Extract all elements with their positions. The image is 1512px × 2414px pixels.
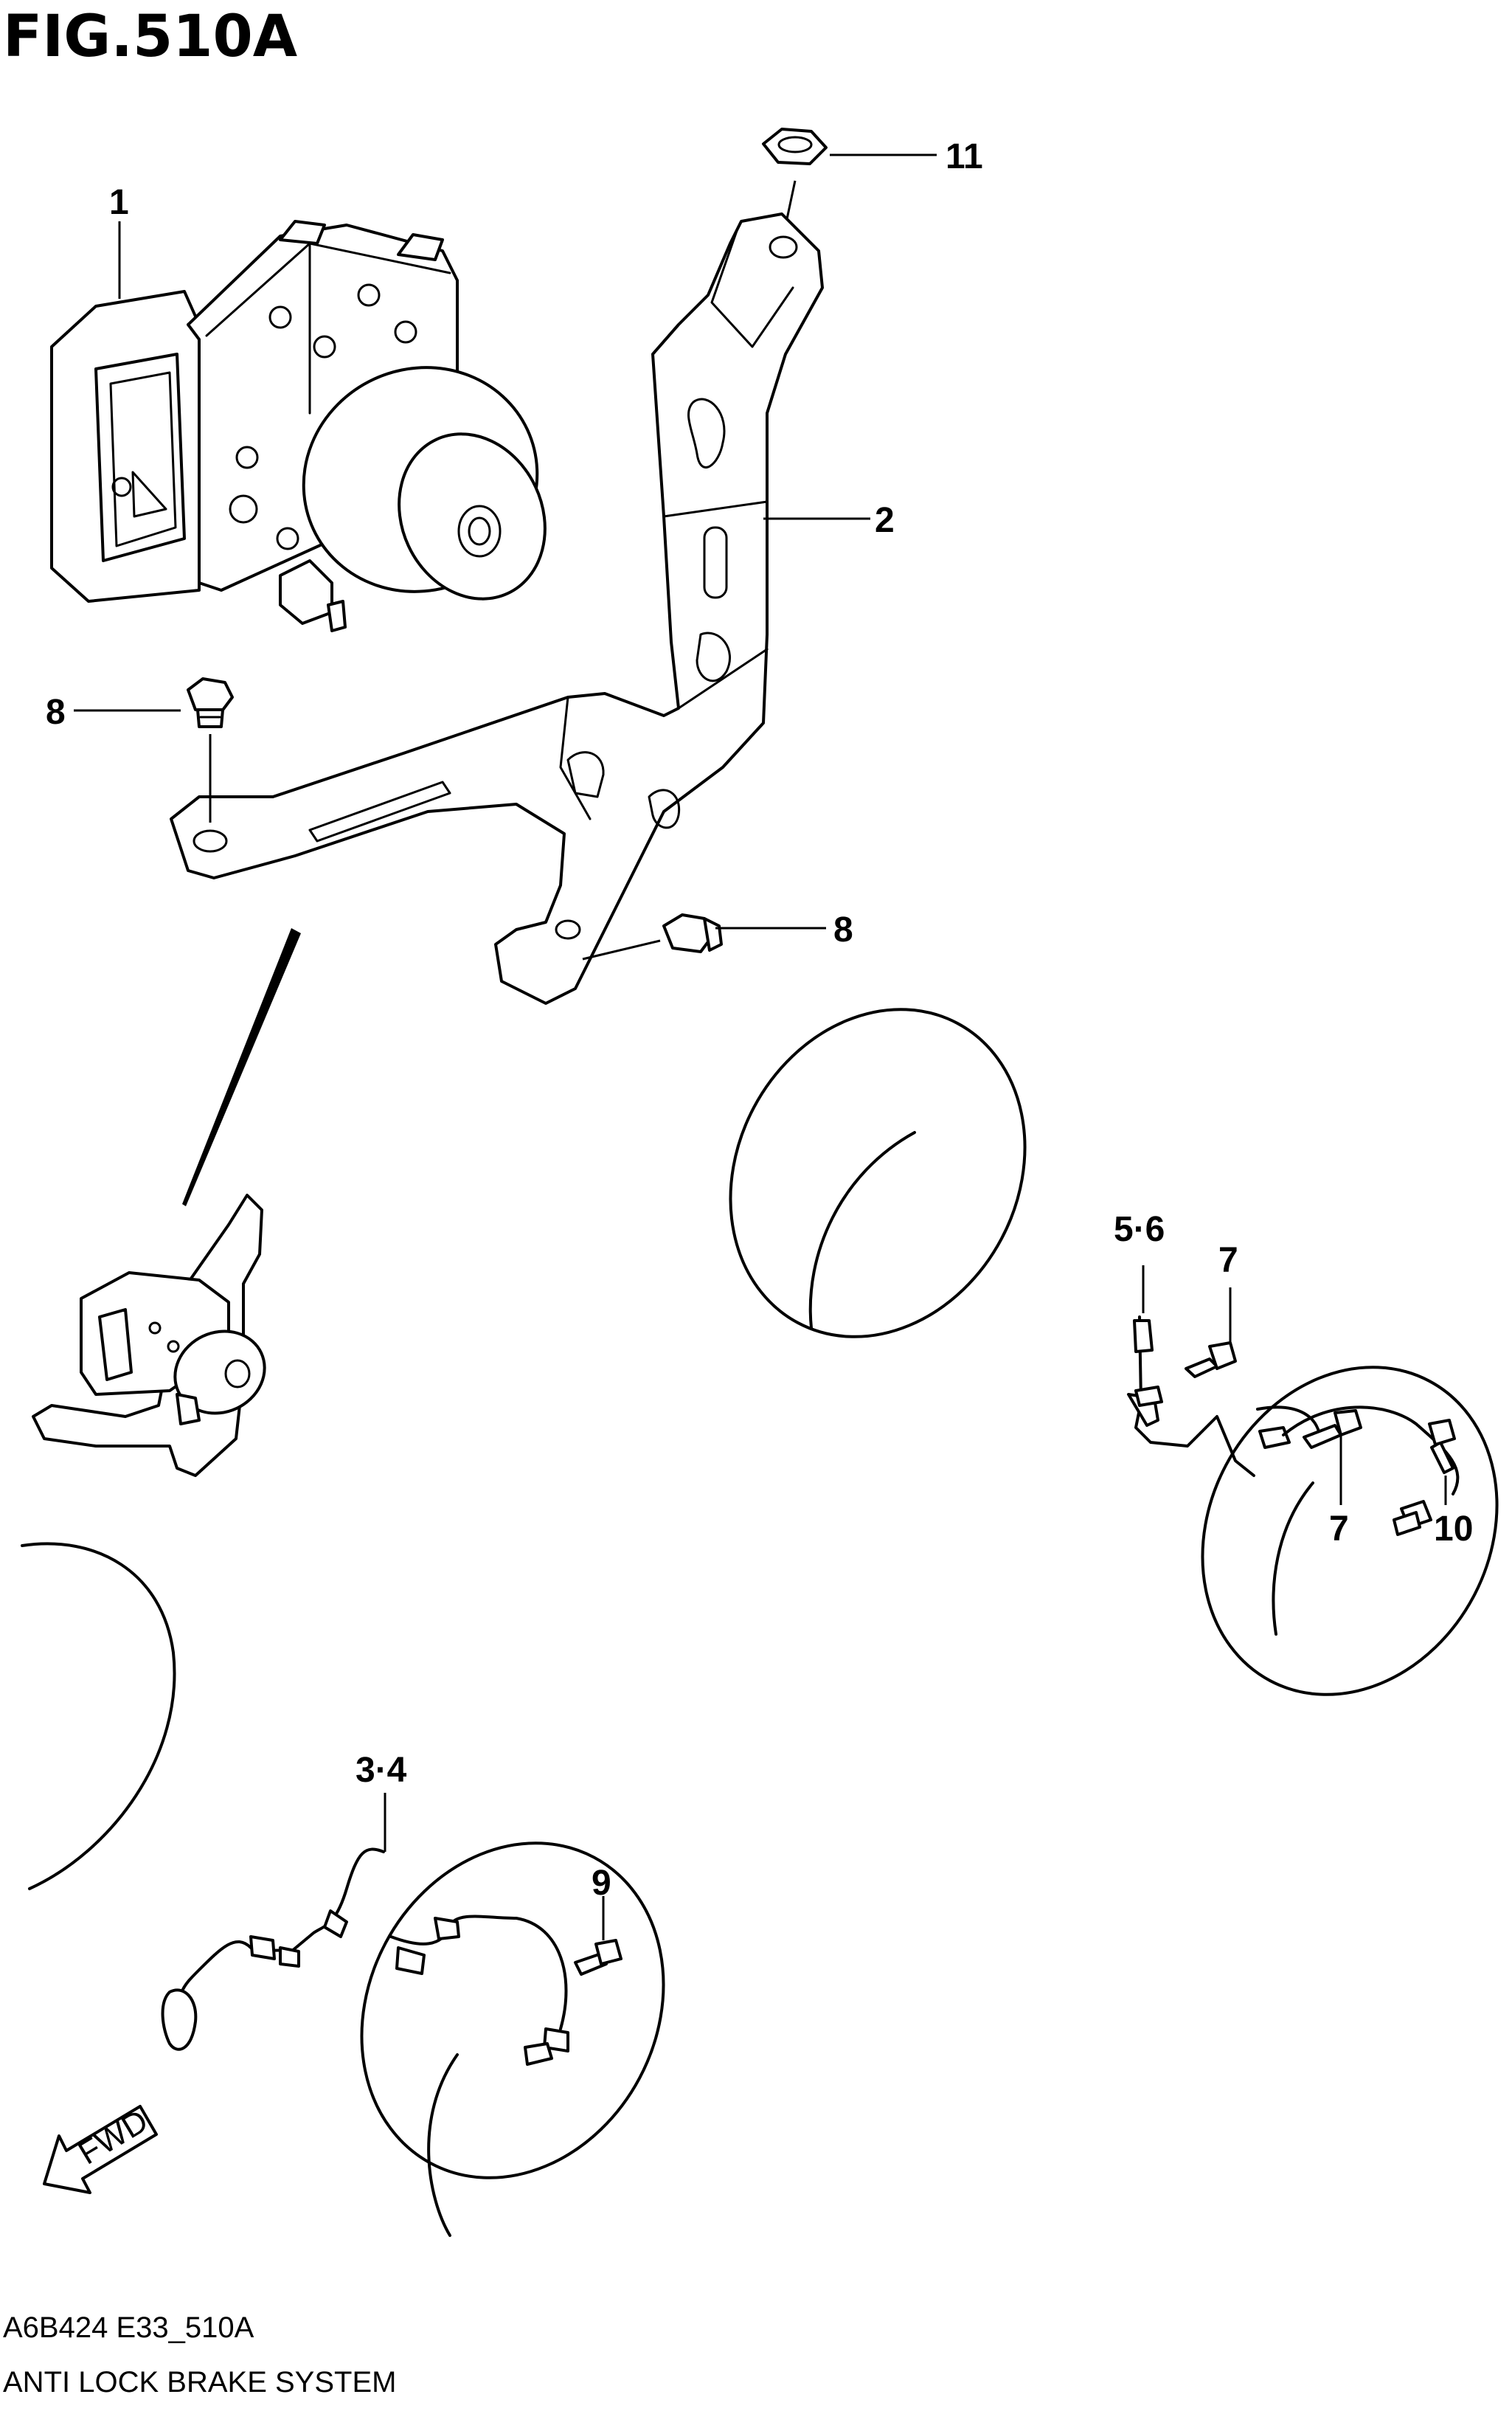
bolt-8-upper[interactable] (187, 677, 234, 728)
wheel-rear-right (1201, 1366, 1499, 1696)
forward-direction-arrow: FWD (43, 2103, 158, 2194)
wheel-rear-left (360, 1841, 665, 2237)
nut[interactable] (762, 128, 828, 165)
callout-11: 11 (946, 137, 983, 176)
rear-wheel-speed-sensor[interactable] (1127, 1315, 1460, 1536)
callout-9: 9 (592, 1864, 611, 1903)
front-wheel-speed-sensor[interactable] (161, 1847, 569, 2066)
callout-8-lower: 8 (833, 910, 853, 950)
callout-3-4: 3·4 (356, 1751, 407, 1790)
abs-bracket[interactable] (170, 212, 824, 1005)
location-pointer (182, 928, 301, 1206)
callout-7-lower: 7 (1329, 1509, 1349, 1549)
wheel-front-left (21, 1542, 176, 1890)
bolt-10[interactable] (1428, 1419, 1456, 1474)
abs-hydraulic-unit[interactable] (50, 220, 574, 632)
callout-10: 10 (1434, 1509, 1473, 1549)
callout-2: 2 (875, 501, 895, 540)
callout-7-upper: 7 (1218, 1241, 1238, 1280)
diagram-code: A6B424 E33_510A (3, 2311, 254, 2344)
bolt-9[interactable] (574, 1939, 623, 1976)
callout-8-upper: 8 (46, 693, 66, 732)
diagram-name: ANTI LOCK BRAKE SYSTEM (3, 2366, 396, 2399)
callout-1: 1 (109, 183, 129, 222)
wheel-front-right (729, 1008, 1027, 1338)
bolt-8-lower[interactable] (662, 913, 723, 953)
callout-5-6: 5·6 (1114, 1210, 1165, 1249)
abs-location-view (32, 1194, 266, 1477)
figure-title: FIG.510A (3, 4, 297, 70)
bolt-7-upper[interactable] (1185, 1341, 1237, 1378)
